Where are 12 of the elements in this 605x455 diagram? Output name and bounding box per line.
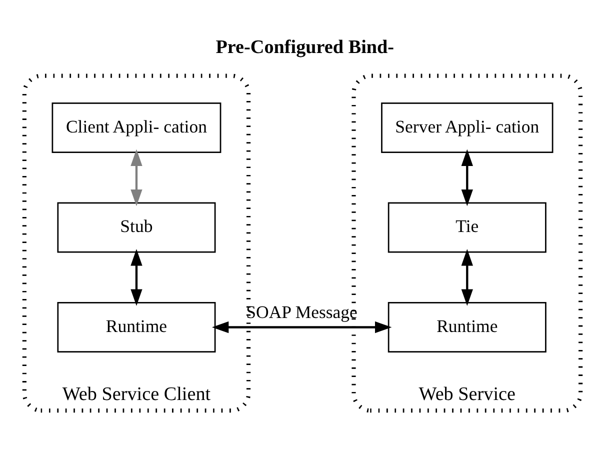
node-box: Client Appli- cation — [52, 102, 222, 154]
arrow — [130, 149, 142, 206]
arrow — [461, 249, 473, 306]
diagram-title: Pre-Configured Bind- — [216, 36, 394, 58]
arrow — [130, 249, 142, 306]
node-box: Server Appli- cation — [381, 102, 554, 154]
node-box: Stub — [57, 202, 216, 253]
node-box: Tie — [388, 202, 546, 253]
arrow — [212, 321, 392, 334]
arrow — [461, 149, 473, 206]
node-box: Runtime — [57, 302, 216, 353]
node-box: Runtime — [388, 302, 546, 353]
